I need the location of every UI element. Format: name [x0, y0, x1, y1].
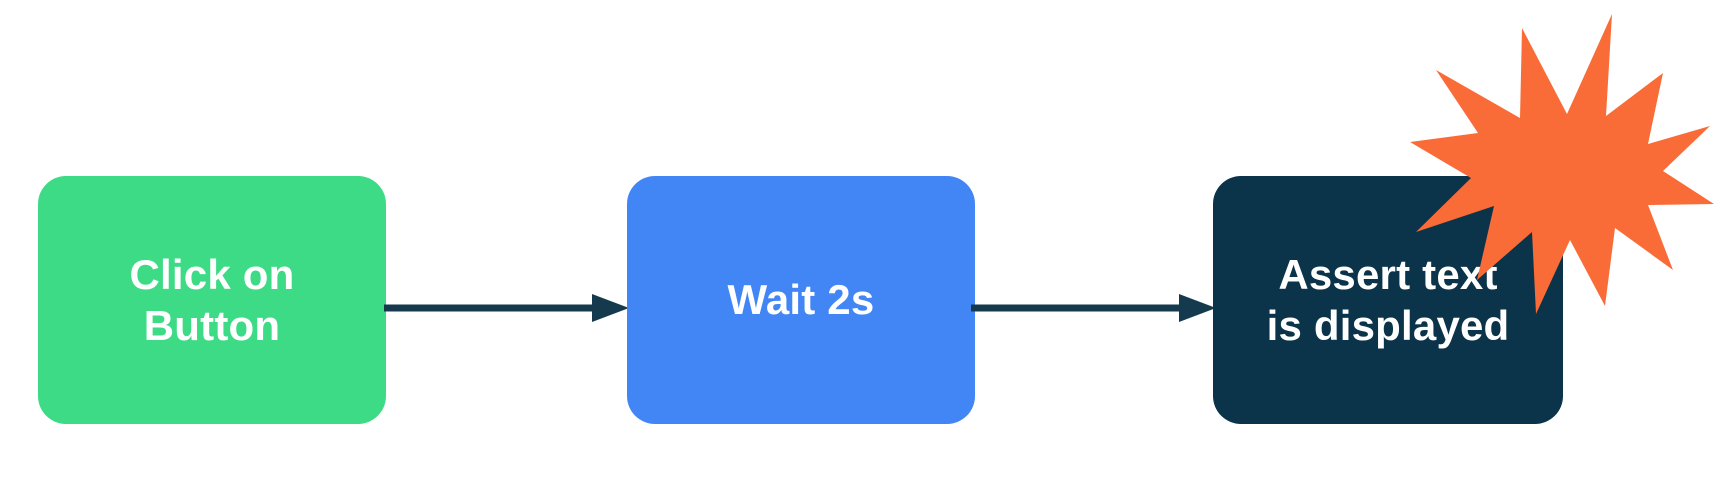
flow-node-wait-label: Wait 2s — [727, 276, 875, 324]
flow-node-click-on-button-label: Click on Button — [129, 250, 295, 349]
flow-node-wait[interactable]: Wait 2s — [627, 176, 975, 424]
edge-click-to-wait — [384, 294, 632, 322]
starburst-shape — [1410, 14, 1714, 314]
starburst-icon — [1410, 8, 1714, 314]
edge-click-to-wait-arrow-icon — [384, 294, 629, 322]
edge-wait-to-assert-arrow-icon — [971, 294, 1216, 322]
flow-node-click-on-button[interactable]: Click on Button — [38, 176, 386, 424]
edge-wait-to-assert — [971, 294, 1219, 322]
